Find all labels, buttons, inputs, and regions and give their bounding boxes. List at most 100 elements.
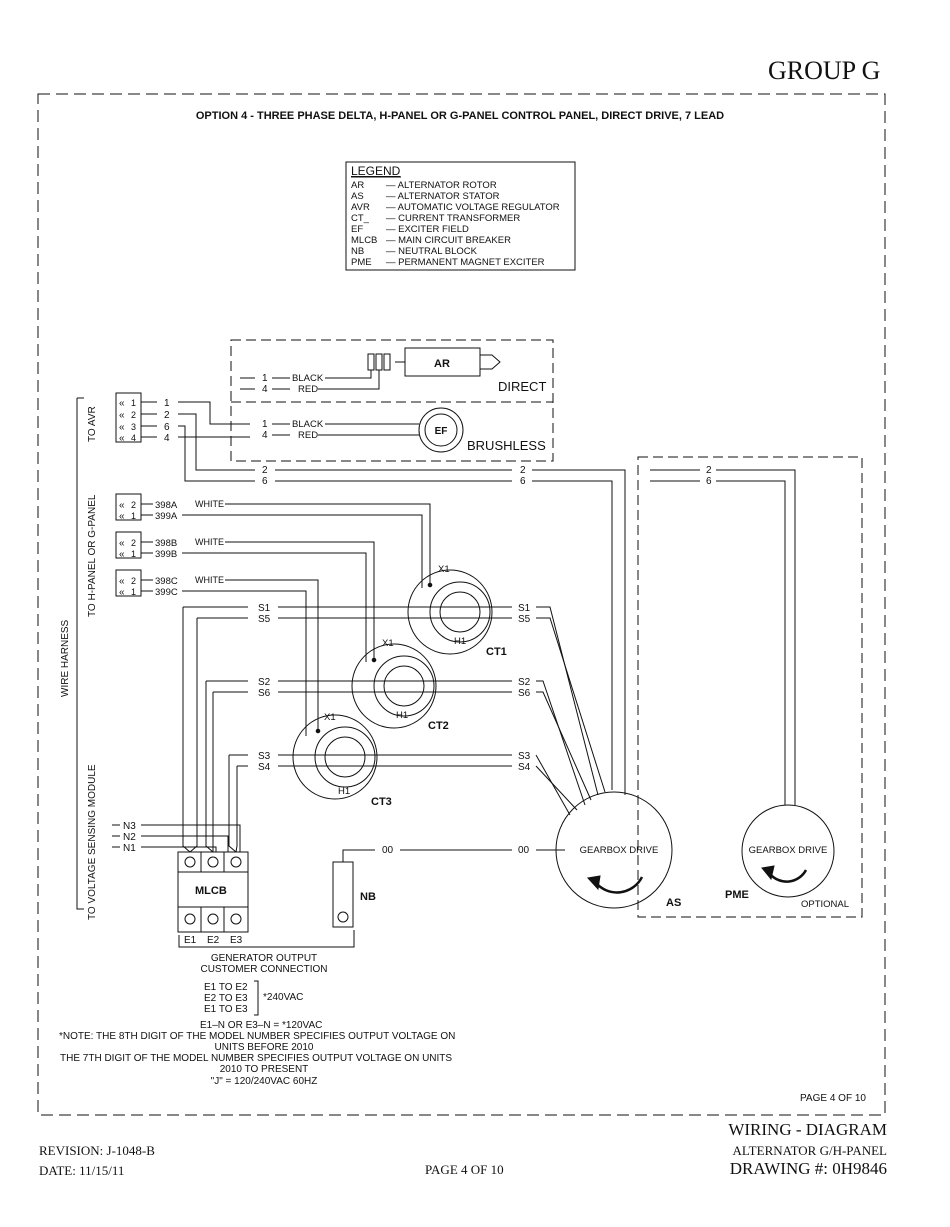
- panel-pin-number: 2: [131, 538, 136, 548]
- outer-frame: [37, 93, 886, 1116]
- panel-pin-number: 1: [131, 511, 136, 521]
- avr-pin-arrow: «: [119, 398, 125, 409]
- panel-pin-number: 2: [131, 500, 136, 510]
- alternator-stator: GEARBOX DRIVE AS: [555, 791, 681, 909]
- rotor-dashed-box: [230, 339, 554, 462]
- panel-connector-c: [115, 569, 142, 597]
- ct-wire-label: S5: [258, 614, 271, 625]
- panel-wire-label: 399C: [155, 587, 178, 598]
- avr-pin-arrow: «: [119, 433, 125, 444]
- white-wire-label: WHITE: [195, 537, 224, 547]
- legend-code: PME: [351, 257, 372, 268]
- brushless-label: BRUSHLESS: [467, 438, 546, 453]
- panel-pin-arrow: «: [119, 576, 125, 587]
- note-line1: *NOTE: THE 8TH DIGIT OF THE MODEL NUMBER…: [59, 1031, 455, 1042]
- mlcb-label: MLCB: [195, 885, 227, 897]
- svg-text:6: 6: [520, 476, 526, 487]
- ct3: X1 H1 CT3: [292, 712, 392, 808]
- ct-wire-label: S3: [258, 751, 271, 762]
- svg-text:X1: X1: [382, 638, 394, 649]
- panel-pin-number: 2: [131, 576, 136, 586]
- pme-dashed-box: [637, 456, 863, 918]
- avr-pin-arrow: «: [119, 410, 125, 421]
- diagram-title: OPTION 4 - THREE PHASE DELTA, H-PANEL OR…: [196, 110, 724, 122]
- svg-text:RED: RED: [298, 384, 318, 395]
- panel-pin-arrow: «: [119, 549, 125, 560]
- legend-desc: — AUTOMATIC VOLTAGE REGULATOR: [386, 202, 560, 213]
- avr-wire-number: 2: [164, 410, 170, 421]
- pme-label: PME: [725, 889, 749, 901]
- vsm-wire-label: N3: [123, 821, 136, 832]
- svg-text:H1: H1: [454, 636, 466, 647]
- svg-text:6: 6: [262, 476, 268, 487]
- ct-wire-label: S2: [258, 677, 271, 688]
- panel-wire-label: 399A: [155, 511, 178, 522]
- panel-pin-arrow: «: [119, 500, 125, 511]
- legend-desc: — NEUTRAL BLOCK: [386, 246, 478, 257]
- legend-code: AVR: [351, 202, 370, 213]
- doc-title: WIRING - DIAGRAM: [728, 1120, 887, 1139]
- svg-text:BLACK: BLACK: [292, 419, 324, 430]
- avr-wire-number: 4: [164, 433, 170, 444]
- avr-pin-number: 4: [131, 433, 136, 443]
- svg-text:X1: X1: [438, 564, 450, 575]
- neutral-block: NB: [332, 849, 376, 928]
- panel-wire-label: 399B: [155, 549, 177, 560]
- ct-wire-label: S6: [518, 688, 531, 699]
- as-label: AS: [666, 897, 681, 909]
- to-avr-label: TO AVR: [87, 406, 98, 442]
- ef-label: EF: [435, 426, 448, 437]
- gearbox-drive-label: GEARBOX DRIVE: [580, 845, 659, 856]
- pair-1: E1 TO E2: [204, 982, 248, 993]
- svg-text:2: 2: [706, 465, 712, 476]
- svg-text:H1: H1: [338, 786, 350, 797]
- ct-wire-label: S3: [518, 751, 531, 762]
- pair-3: E1 TO E3: [204, 1004, 248, 1015]
- note-line5: "J" = 120/240VAC 60HZ: [211, 1076, 318, 1087]
- panel-wire-label: 398B: [155, 538, 177, 549]
- inner-page-label: PAGE 4 OF 10: [800, 1093, 866, 1104]
- ct1-label: CT1: [486, 646, 507, 658]
- ct-wire-label: S5: [518, 614, 531, 625]
- svg-text:4: 4: [262, 430, 268, 441]
- svg-text:1: 1: [262, 373, 268, 384]
- exciter-field: EF: [418, 407, 464, 453]
- optional-label: OPTIONAL: [801, 899, 849, 910]
- wire-harness-label: WIRE HARNESS: [60, 619, 71, 697]
- svg-text:1: 1: [262, 419, 268, 430]
- output-line2: CUSTOMER CONNECTION: [200, 964, 327, 975]
- panel-connector-a: [115, 493, 142, 521]
- avr-wire-number: 1: [164, 398, 170, 409]
- panel-wire-label: 398A: [155, 500, 178, 511]
- legend-desc: — ALTERNATOR ROTOR: [386, 180, 497, 191]
- avr-connector: «1«2«3«4: [115, 392, 142, 444]
- panel-wire-label: 398C: [155, 576, 178, 587]
- panel-pin-arrow: «: [119, 587, 125, 598]
- legend-code: EF: [351, 224, 363, 235]
- legend-code: AR: [351, 180, 364, 191]
- legend-desc: — MAIN CIRCUIT BREAKER: [386, 235, 511, 246]
- ct-wire-label: S1: [258, 603, 271, 614]
- legend-code: AS: [351, 191, 364, 202]
- drawing-number: DRAWING #: 0H9846: [729, 1159, 887, 1178]
- pme-gearbox-label: GEARBOX DRIVE: [749, 845, 828, 856]
- svg-text:4: 4: [262, 384, 268, 395]
- pme: GEARBOX DRIVE PME OPTIONAL: [725, 804, 849, 910]
- avr-pin-number: 1: [131, 398, 136, 408]
- note-line4: 2010 TO PRESENT: [220, 1064, 309, 1075]
- ct2-label: CT2: [428, 720, 449, 732]
- output-line1: GENERATOR OUTPUT: [211, 953, 317, 964]
- svg-text:00: 00: [382, 845, 394, 856]
- v120-label: E1–N OR E3–N = *120VAC: [200, 1020, 322, 1031]
- nb-label: NB: [360, 891, 376, 903]
- to-vsm-label: TO VOLTAGE SENSING MODULE: [87, 764, 98, 920]
- to-panel-label: TO H-PANEL OR G-PANEL: [87, 494, 98, 617]
- panel-pin-number: 1: [131, 587, 136, 597]
- avr-pin-number: 2: [131, 410, 136, 420]
- group-heading: GROUP G: [768, 56, 881, 85]
- ct2: X1 H1 CT2: [351, 638, 449, 732]
- legend-code: CT_: [351, 213, 370, 224]
- ct-wire-label: S2: [518, 677, 531, 688]
